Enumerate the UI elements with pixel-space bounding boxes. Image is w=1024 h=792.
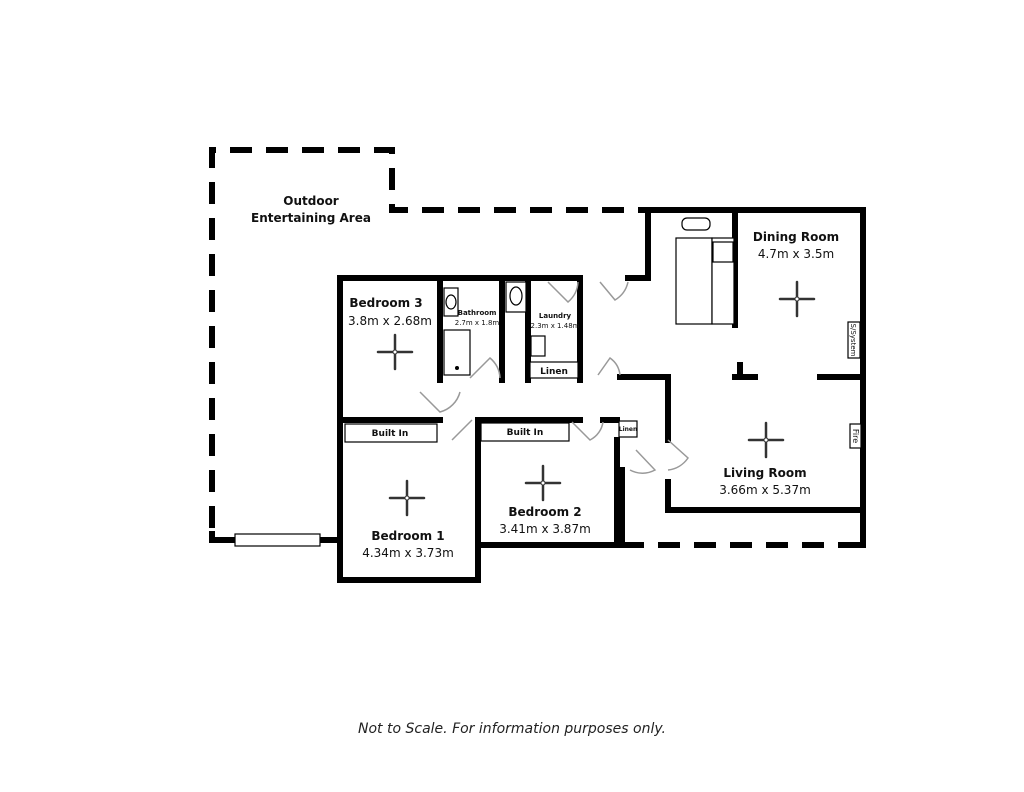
dining-label: Dining Room xyxy=(753,230,839,244)
bedroom1-label: Bedroom 1 xyxy=(371,529,444,543)
linen-cupboard-2 xyxy=(618,420,638,438)
bedroom2-size: 3.41m x 3.87m xyxy=(499,522,591,536)
ceiling-fans xyxy=(376,280,816,517)
disclaimer-note: Not to Scale. For information purposes o… xyxy=(358,721,666,737)
built-in-label-2: Built In xyxy=(507,428,544,438)
outdoor-label-1: Outdoor xyxy=(283,194,339,208)
ceiling-fan-icon xyxy=(388,479,426,517)
s-system xyxy=(847,321,861,359)
fire-label: Fire xyxy=(851,429,860,443)
doors xyxy=(419,281,689,474)
cooktop-icon xyxy=(712,241,734,263)
fixtures xyxy=(344,217,862,449)
bathroom-size: 2.7m x 1.8m xyxy=(455,319,500,327)
laundry-size: 2.3m x 1.48m xyxy=(531,322,580,330)
kitchen-bench xyxy=(675,237,713,325)
bedroom3-size: 3.8m x 2.68m xyxy=(348,314,432,328)
ceiling-fan-icon xyxy=(376,333,414,371)
linen-cupboard xyxy=(529,361,579,379)
laundry-tub xyxy=(530,335,546,357)
bathroom-label: Bathroom xyxy=(458,309,497,317)
living-size: 3.66m x 5.37m xyxy=(719,483,811,497)
s-system-label: S/System xyxy=(849,324,857,357)
built-in-1 xyxy=(344,423,438,443)
outdoor-label-2: Entertaining Area xyxy=(251,211,371,225)
ceiling-fan-icon xyxy=(524,464,562,502)
drain-icon xyxy=(455,366,459,370)
sink-icon xyxy=(681,217,711,231)
window xyxy=(234,533,321,547)
bedroom3-label: Bedroom 3 xyxy=(349,296,422,310)
living-label: Living Room xyxy=(723,466,806,480)
linen-label: Linen xyxy=(540,367,568,377)
linen-label-2: Linen xyxy=(619,426,638,433)
ceiling-fan-icon xyxy=(747,421,785,459)
built-in-2 xyxy=(480,422,570,442)
laundry-label: Laundry xyxy=(539,312,572,320)
fireplace xyxy=(849,423,862,449)
bedroom2-label: Bedroom 2 xyxy=(508,505,581,519)
ceiling-fan-icon xyxy=(778,280,816,318)
walls xyxy=(337,207,866,583)
outdoor-boundary xyxy=(209,147,866,548)
dining-size: 4.7m x 3.5m xyxy=(758,247,834,261)
bedroom1-size: 4.34m x 3.73m xyxy=(362,546,454,560)
built-in-label-1: Built In xyxy=(372,429,409,439)
